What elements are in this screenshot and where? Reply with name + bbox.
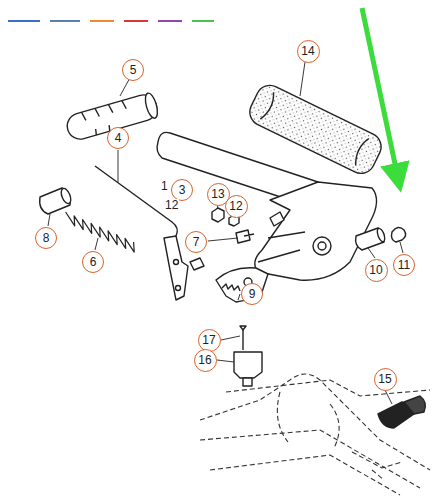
callout-text: 11 [398, 259, 410, 271]
callout-text: 8 [43, 232, 50, 244]
callout-number: 9 [241, 283, 263, 305]
callout-number: 4 [107, 127, 129, 149]
part-number: 1 [160, 180, 169, 192]
callout-number: 14 [297, 40, 320, 63]
callout-number: 7 [185, 231, 207, 253]
callout-text: 7 [193, 236, 200, 248]
callout-text: 10 [369, 264, 382, 276]
callout-number: 15 [374, 368, 397, 391]
callout-number: 8 [35, 227, 57, 249]
callout-text: 4 [115, 132, 122, 144]
callout-number: 3 [171, 179, 193, 201]
callout-text: 9 [249, 288, 256, 300]
callout-text: 14 [301, 45, 314, 57]
callout-number: 12 [225, 195, 248, 218]
callout-number: 16 [194, 349, 217, 372]
callout-text: 12 [229, 200, 242, 212]
callout-text: 13 [211, 188, 224, 200]
callout-text: 6 [90, 256, 97, 268]
callout-number: 5 [122, 59, 144, 81]
callout-text: 15 [378, 373, 391, 385]
callout-text: 16 [198, 354, 211, 366]
callout-number: 6 [82, 251, 104, 273]
callout-number: 11 [393, 254, 415, 276]
callout-number: 17 [198, 329, 221, 352]
callout-text: 3 [179, 184, 186, 196]
callout-number: 10 [365, 259, 388, 282]
callout-text: 17 [202, 334, 215, 346]
part-number: 12 [164, 199, 179, 211]
callout-text: 5 [130, 64, 137, 76]
